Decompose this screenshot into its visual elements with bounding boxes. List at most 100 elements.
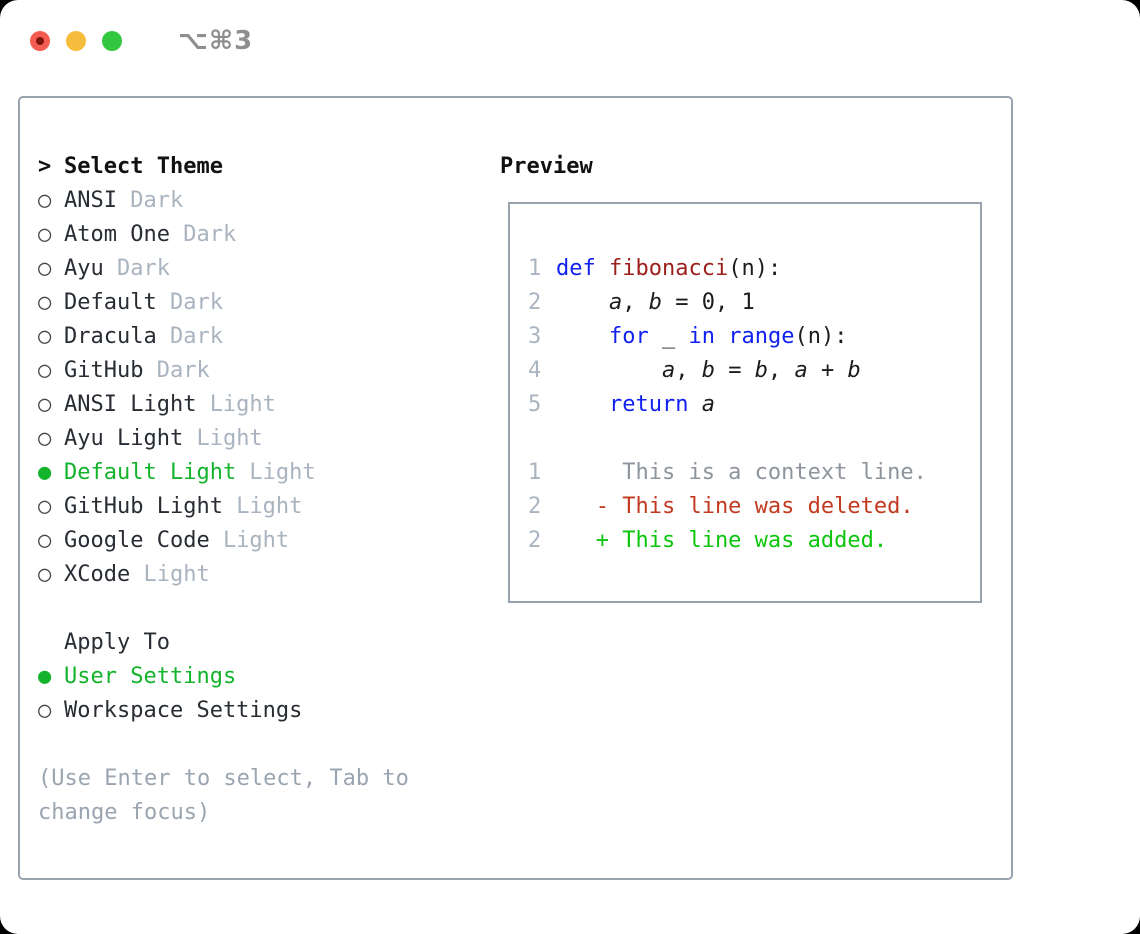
line-number: 2 xyxy=(528,528,542,553)
code-token: b xyxy=(648,290,662,315)
code-token: a xyxy=(701,392,715,417)
line-number: 4 xyxy=(528,358,542,383)
code-text: return a xyxy=(556,388,715,422)
theme-name: Dracula xyxy=(64,324,157,349)
zoom-button[interactable] xyxy=(102,31,122,51)
theme-name: XCode xyxy=(64,562,131,587)
indent-spacer xyxy=(38,626,64,660)
code-token: , xyxy=(767,358,795,383)
theme-name: Default Light xyxy=(64,460,237,485)
theme-name: Atom One xyxy=(64,222,170,247)
theme-name: ANSI xyxy=(64,188,117,213)
theme-variant: Dark xyxy=(169,290,223,315)
minimize-button[interactable] xyxy=(66,31,86,51)
prompt-icon: > xyxy=(38,154,52,179)
diff-sample: 1 This is a context line.2 - This line w… xyxy=(528,456,980,558)
apply-option[interactable]: ● User Settings xyxy=(38,660,458,694)
diff-line: 1 This is a context line. xyxy=(528,456,980,490)
diff-text: + This line was added. xyxy=(556,528,888,553)
theme-name: Ayu xyxy=(64,256,104,281)
code-token: a xyxy=(608,290,623,315)
code-token: for xyxy=(608,324,649,349)
apply-option-label: Workspace Settings xyxy=(64,698,303,723)
theme-variant: Light xyxy=(249,460,316,485)
theme-name: Ayu Light xyxy=(64,426,184,451)
code-token: = xyxy=(714,358,755,383)
code-token: range xyxy=(728,324,795,349)
radio-icon: ○ xyxy=(38,528,52,553)
radio-icon: ○ xyxy=(38,222,52,247)
code-token: a xyxy=(661,358,676,383)
code-token xyxy=(556,290,609,315)
line-number: 5 xyxy=(528,392,542,417)
theme-variant: Dark xyxy=(183,222,237,247)
theme-option[interactable]: ○ XCode Light xyxy=(38,558,458,592)
diff-text: This is a context line. xyxy=(556,460,927,485)
radio-icon: ○ xyxy=(38,358,52,383)
radio-icon: ○ xyxy=(38,392,52,417)
apply-options-list: ● User Settings ○ Workspace Settings xyxy=(38,660,458,728)
radio-icon: ○ xyxy=(38,698,52,723)
theme-option[interactable]: ○ Default Dark xyxy=(38,286,458,320)
code-line: 4 a, b = b, a + b xyxy=(528,354,980,388)
theme-variant: Dark xyxy=(116,256,170,281)
code-token: (n): xyxy=(794,324,848,349)
theme-variant: Light xyxy=(236,494,303,519)
apply-to-title: Apply To xyxy=(64,630,170,655)
code-token: + xyxy=(807,358,848,383)
code-text: a, b = b, a + b xyxy=(556,354,861,388)
theme-name: Default xyxy=(64,290,157,315)
apply-to-header: Apply To xyxy=(38,626,458,660)
radio-icon: ○ xyxy=(38,290,52,315)
code-token: b xyxy=(847,358,861,383)
code-text: for _ in range(n): xyxy=(556,320,847,354)
select-theme-header: > Select Theme xyxy=(38,150,458,184)
radio-icon: ○ xyxy=(38,494,52,519)
theme-variant: Light xyxy=(143,562,210,587)
close-button[interactable] xyxy=(30,31,50,51)
code-text: a, b = 0, 1 xyxy=(556,286,755,320)
radio-icon: ○ xyxy=(38,562,52,587)
radio-icon: ○ xyxy=(38,426,52,451)
line-number: 2 xyxy=(528,494,542,519)
code-line: 5 return a xyxy=(528,388,980,422)
record-dot-icon xyxy=(36,37,44,45)
theme-option[interactable]: ○ Atom One Dark xyxy=(38,218,458,252)
line-number: 2 xyxy=(528,290,542,315)
line-number: 3 xyxy=(528,324,542,349)
keyboard-shortcut-label: ⌥⌘3 xyxy=(178,26,254,56)
preview-title: Preview xyxy=(500,154,593,179)
code-line: 3 for _ in range(n): xyxy=(528,320,980,354)
code-token: _ xyxy=(648,324,689,349)
radio-selected-icon: ● xyxy=(38,664,52,689)
code-text: def fibonacci(n): xyxy=(556,252,781,286)
code-token: (n): xyxy=(728,256,782,281)
theme-option[interactable]: ○ GitHub Light Light xyxy=(38,490,458,524)
theme-variant: Light xyxy=(222,528,290,553)
code-token xyxy=(556,392,609,417)
titlebar: ⌥⌘3 xyxy=(30,26,253,56)
code-line: 2 a, b = 0, 1 xyxy=(528,286,980,320)
theme-name: GitHub Light xyxy=(64,494,223,519)
code-token: fibonacci xyxy=(609,256,729,281)
code-token: = 0, 1 xyxy=(661,290,755,315)
apply-option-label: User Settings xyxy=(64,664,237,689)
apply-option[interactable]: ○ Workspace Settings xyxy=(38,694,458,728)
code-token: return xyxy=(608,392,689,417)
theme-variant: Light xyxy=(209,392,276,417)
diff-line: 2 - This line was deleted. xyxy=(528,490,980,524)
